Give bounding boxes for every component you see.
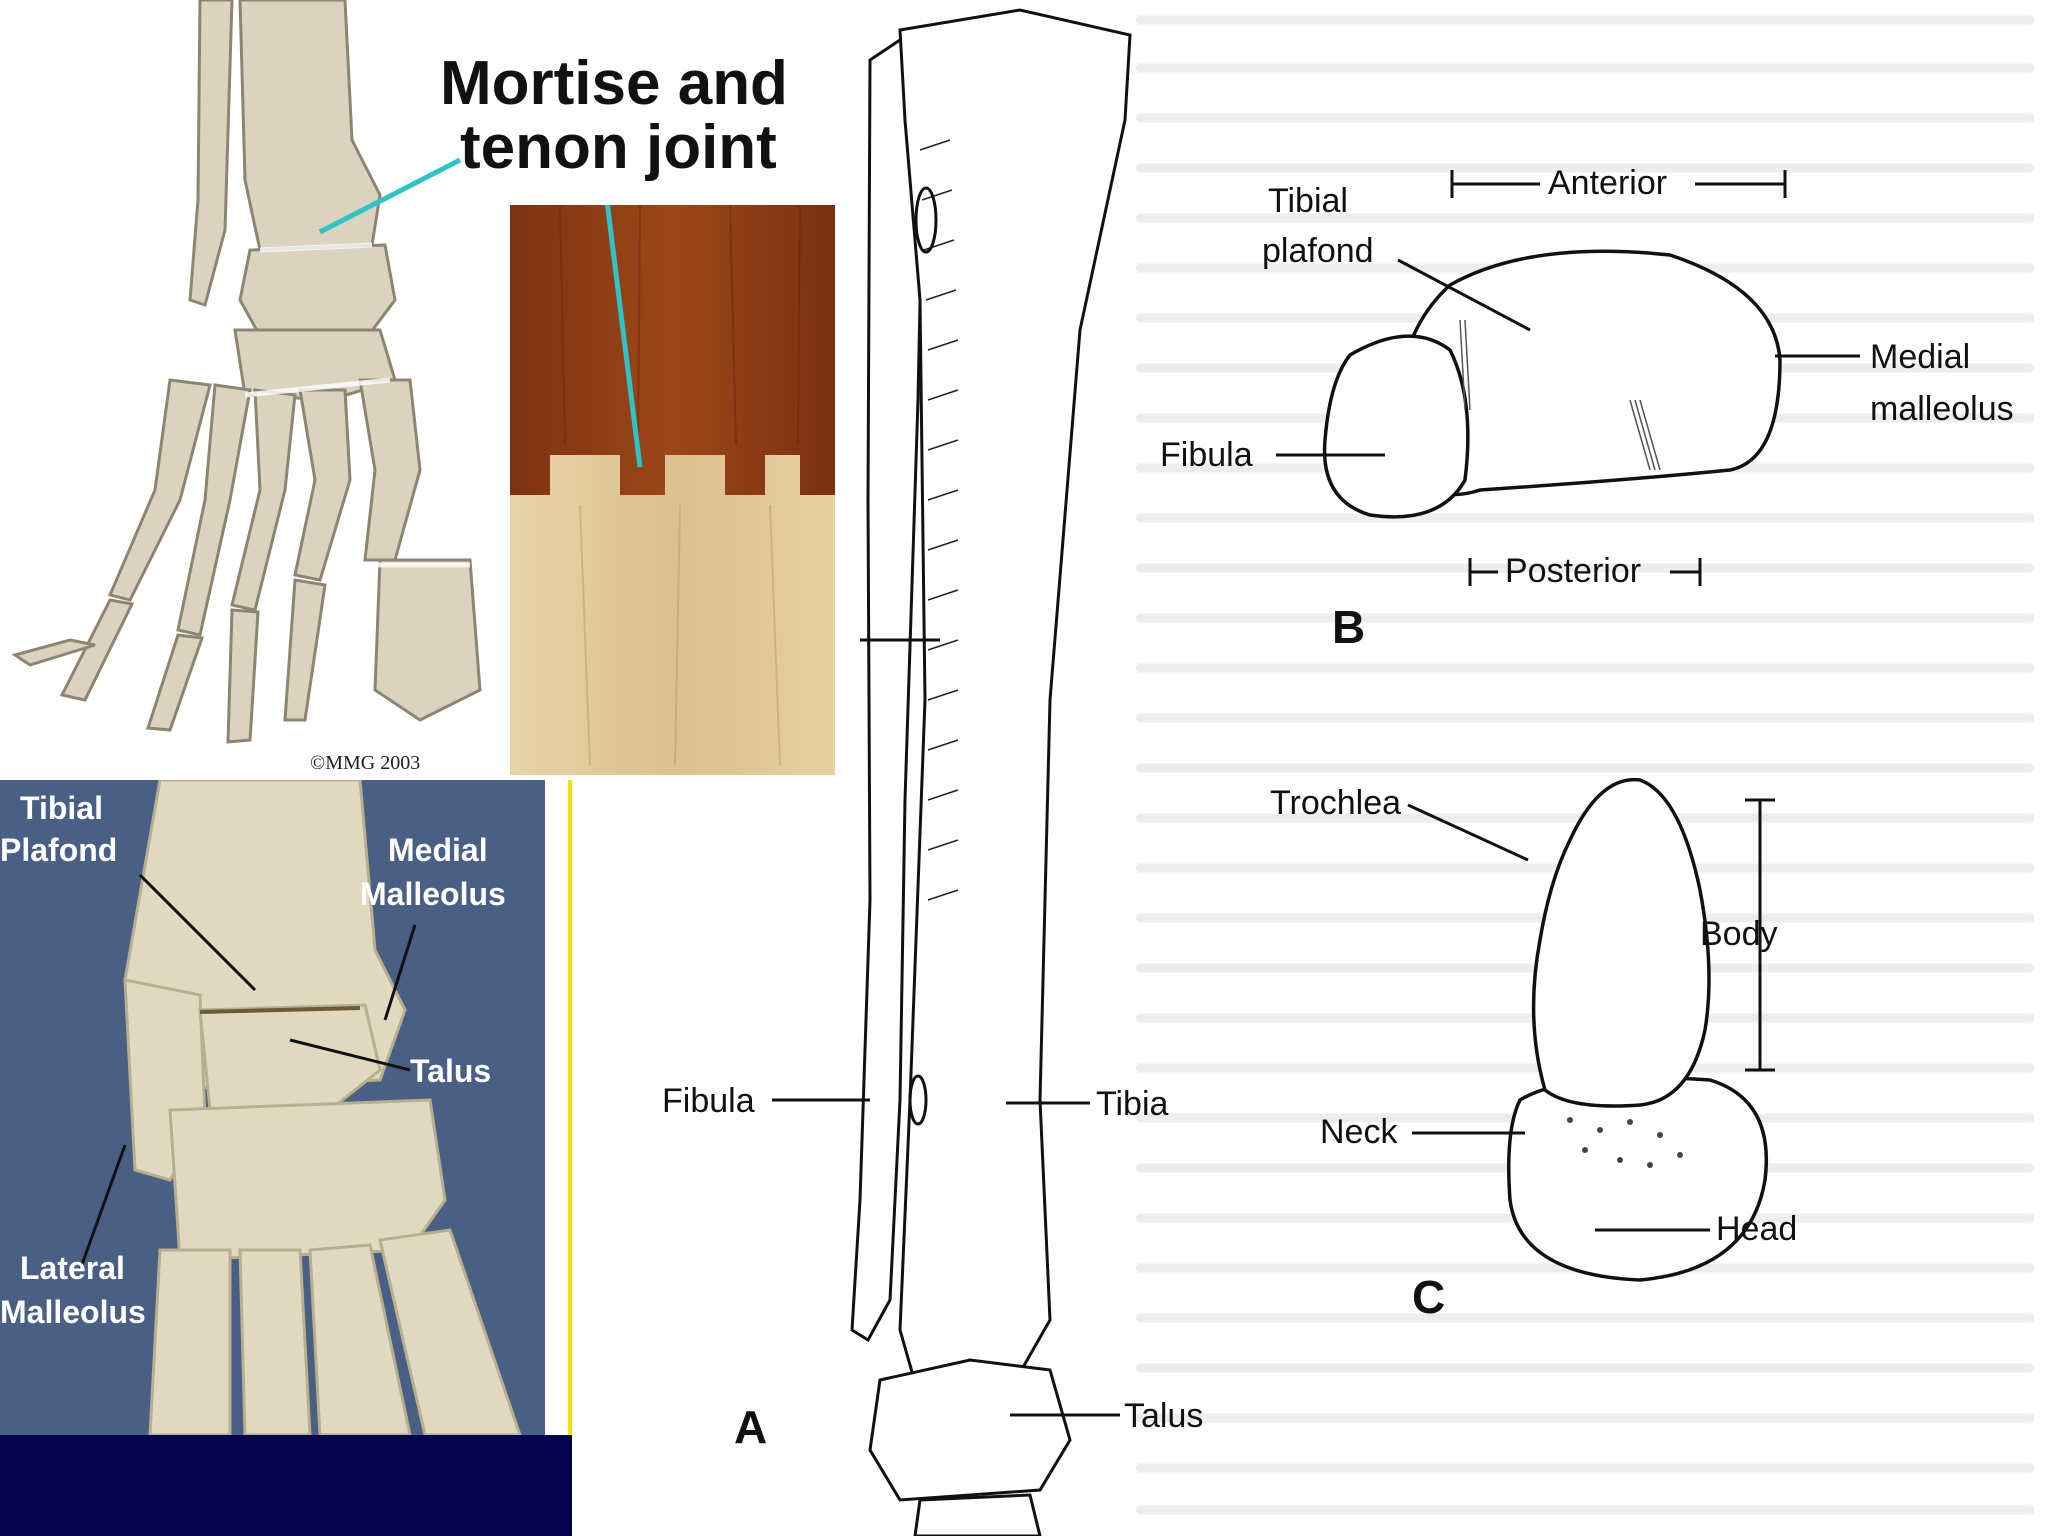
foot-skeleton-panel: ©MMG 2003 (0, 0, 510, 780)
figure-a-letter: A (734, 1401, 768, 1453)
tenon-block (510, 455, 835, 775)
mortise-title-line2: tenon joint (460, 113, 777, 182)
figure-c-label-neck: Neck (1320, 1113, 1398, 1151)
figure-b-label-plafond: plafond (1262, 232, 1374, 270)
figure-a-label-tibia: Tibia (1096, 1085, 1169, 1123)
figure-b-label-fibula: Fibula (1160, 436, 1253, 474)
figure-a-label-talus: Talus (1124, 1397, 1204, 1435)
copyright-text: ©MMG 2003 (310, 752, 421, 774)
photo-label-malleolus: Malleolus (360, 876, 506, 912)
foot-skeleton-illustration (11, 0, 482, 744)
figure-b-letter: B (1332, 601, 1366, 653)
figure-b-label-posterior: Posterior (1505, 552, 1642, 590)
ankle-photo (78, 780, 522, 1435)
figure-c-letter: C (1412, 1271, 1446, 1323)
figure-a-label-fibula: Fibula (662, 1082, 755, 1120)
photo-label-medial: Medial (388, 832, 488, 868)
photo-label-lateral: Lateral (20, 1250, 125, 1286)
wood-joint-illustration (510, 205, 835, 775)
photo-label-lateral-malleolus: Malleolus (0, 1294, 146, 1330)
figure-c-label-trochlea: Trochlea (1270, 784, 1402, 822)
yellow-divider (568, 780, 572, 1435)
mortise-block (510, 205, 835, 495)
photo-label-talus: Talus (410, 1053, 492, 1089)
figure-b-label-anterior: Anterior (1548, 164, 1668, 202)
figure-b-label-malleolus: malleolus (1870, 390, 2014, 428)
figure-c-label-head: Head (1716, 1210, 1798, 1248)
photo-label-tibial: Tibial (20, 790, 103, 826)
photo-label-plafond: Plafond (0, 832, 118, 868)
figure-b-fibula-outline (1322, 334, 1470, 519)
figure-c-label-body: Body (1700, 915, 1778, 953)
figure-a-tibia-fibula (850, 8, 1132, 1536)
mortise-leader-foot (318, 157, 462, 235)
mortise-title-line1: Mortise and (440, 49, 788, 118)
figure-b-label-medial: Medial (1870, 338, 1971, 376)
navy-footer-bar (0, 1435, 572, 1536)
figure-b-label-tibial: Tibial (1268, 182, 1348, 220)
figure-c-body-outline (1531, 777, 1711, 1108)
mortise-leader-wood (604, 205, 643, 468)
ankle-photo-panel: Tibial Plafond Medial Malleolus Talus La… (0, 780, 545, 1435)
